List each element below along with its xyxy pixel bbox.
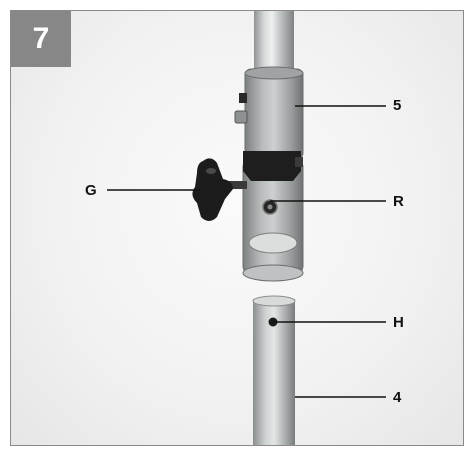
label-r: R (393, 193, 404, 210)
label-g: G (85, 182, 97, 199)
step-number-badge: 7 (11, 11, 71, 67)
side-screw (234, 110, 248, 124)
clamp-collar (244, 68, 304, 160)
locking-bracket (243, 151, 301, 181)
label-h: H (393, 314, 404, 331)
label-4: 4 (393, 389, 402, 406)
star-knob (192, 158, 233, 221)
label-5: 5 (393, 97, 402, 114)
figure-panel: 7 5 G R H 4 (10, 10, 464, 446)
telescopic-pole-illustration (107, 11, 386, 445)
